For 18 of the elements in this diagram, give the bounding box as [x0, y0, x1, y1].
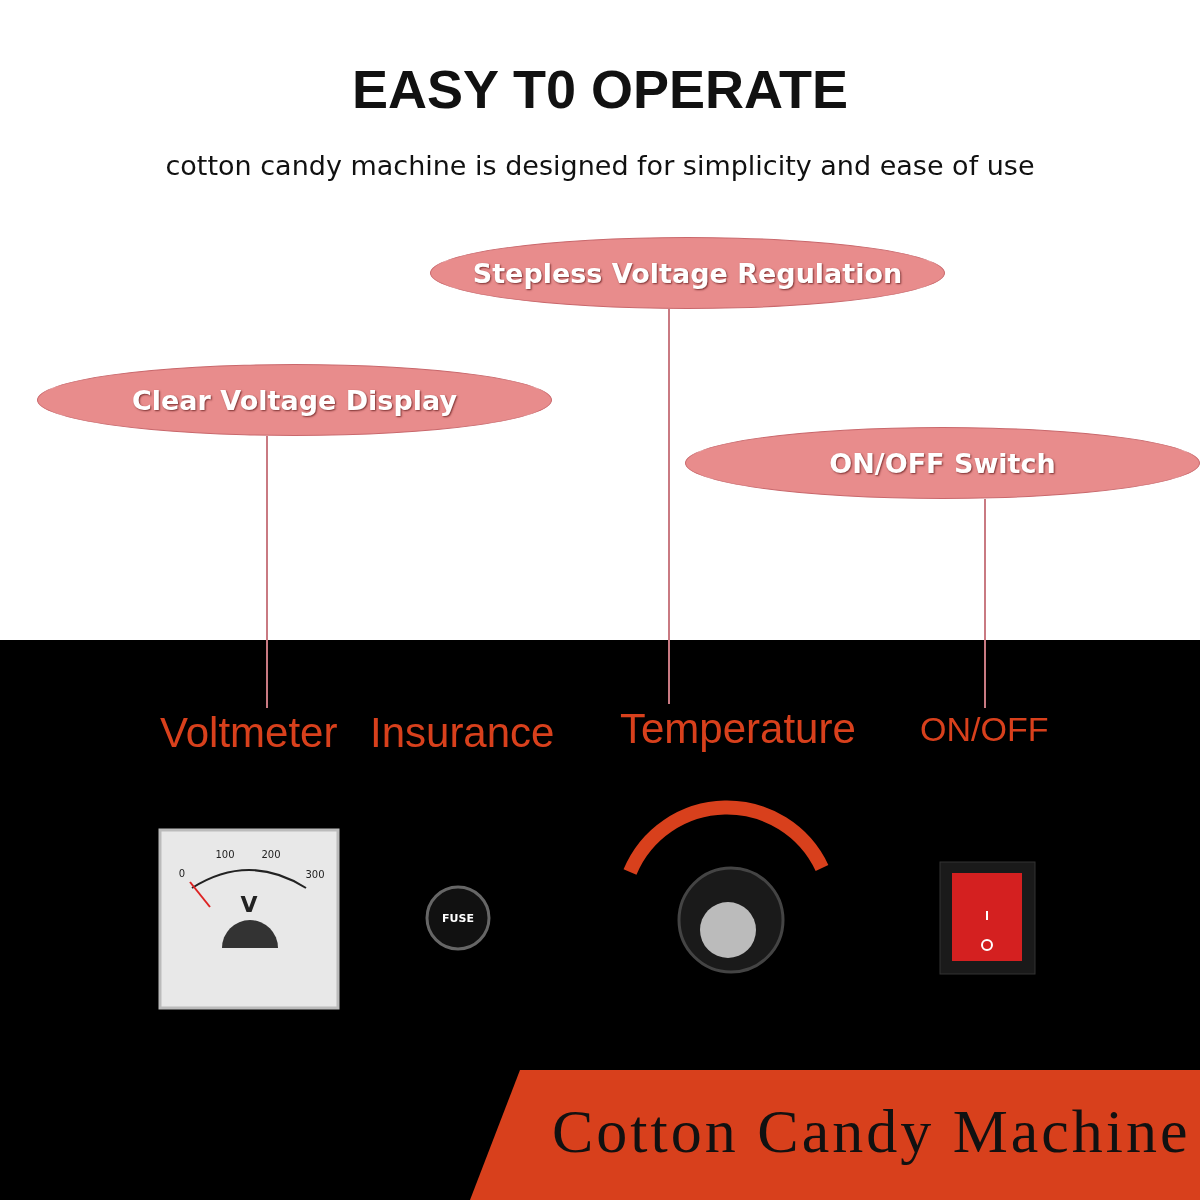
unit-letter: V — [240, 892, 258, 917]
subtitle: cotton candy machine is designed for simplicity and ease of use — [164, 150, 1036, 181]
leader-line — [668, 308, 670, 705]
panel-label: Insurance — [370, 712, 555, 754]
panel-label: Temperature — [620, 708, 856, 750]
scale-number: 200 — [261, 849, 281, 860]
callout-ellipse: ON/OFF Switch — [685, 427, 1200, 499]
fuse-label: FUSE — [442, 912, 474, 925]
scale-number: 300 — [305, 869, 325, 880]
panel-label: ON/OFF — [920, 712, 1049, 746]
panel-label: Voltmeter — [160, 712, 338, 754]
callout-ellipse: Clear Voltage Display — [37, 364, 552, 436]
scale-number: 0 — [178, 868, 186, 879]
leader-line — [266, 435, 268, 709]
scale-number: 100 — [215, 849, 235, 860]
title: EASY T0 OPERATE — [350, 58, 850, 120]
callout-ellipse: Stepless Voltage Regulation — [430, 237, 945, 309]
leader-line — [984, 498, 986, 709]
